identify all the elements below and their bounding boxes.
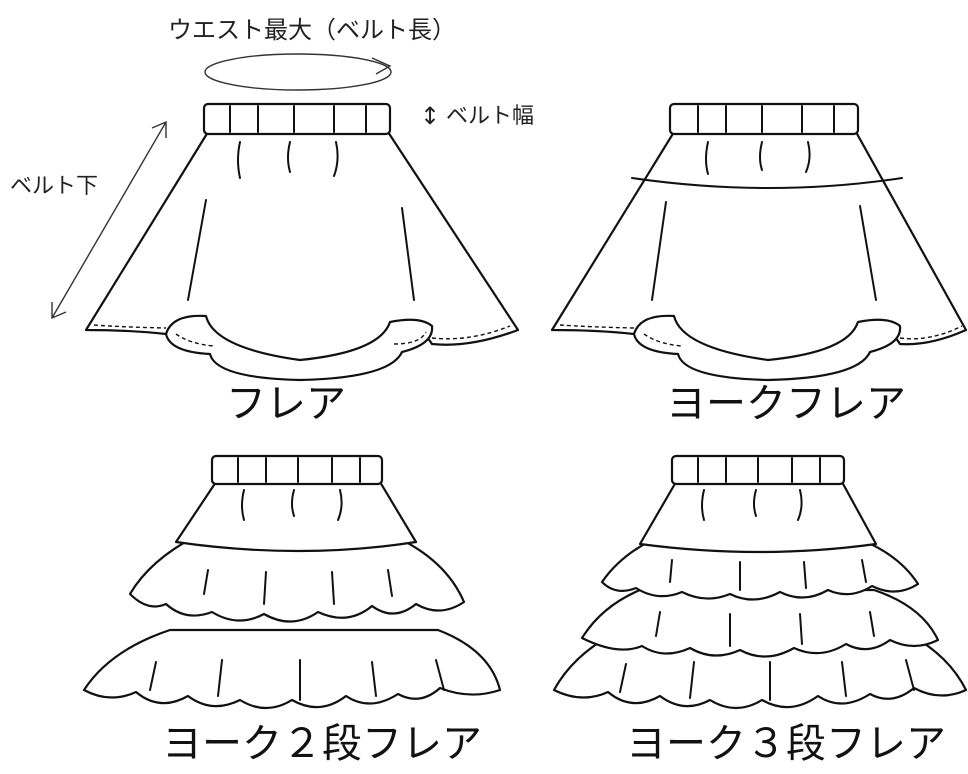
waist-measure-icon bbox=[204, 53, 392, 91]
caption-yoke-three-tier: ヨーク３段フレア bbox=[626, 721, 946, 767]
skirt-yoke-three-tier-illustration bbox=[552, 454, 968, 710]
skirt-flare-illustration bbox=[84, 102, 520, 382]
below-belt-annotation: ベルト下 bbox=[10, 174, 99, 199]
waist-annotation: ウエスト最大（ベルト長） bbox=[168, 16, 456, 44]
skirt-yoke-two-tier-illustration bbox=[82, 454, 502, 710]
skirt-yoke-flare-illustration bbox=[550, 102, 968, 382]
caption-flare: フレア bbox=[226, 381, 346, 427]
belt-width-arrow-icon: ↕ bbox=[420, 102, 441, 130]
belt-width-annotation: ベルト幅 bbox=[446, 104, 535, 129]
caption-yoke-flare: ヨークフレア bbox=[666, 381, 906, 427]
caption-yoke-two-tier: ヨーク２段フレア bbox=[162, 721, 482, 767]
length-arrow-icon bbox=[51, 120, 167, 320]
